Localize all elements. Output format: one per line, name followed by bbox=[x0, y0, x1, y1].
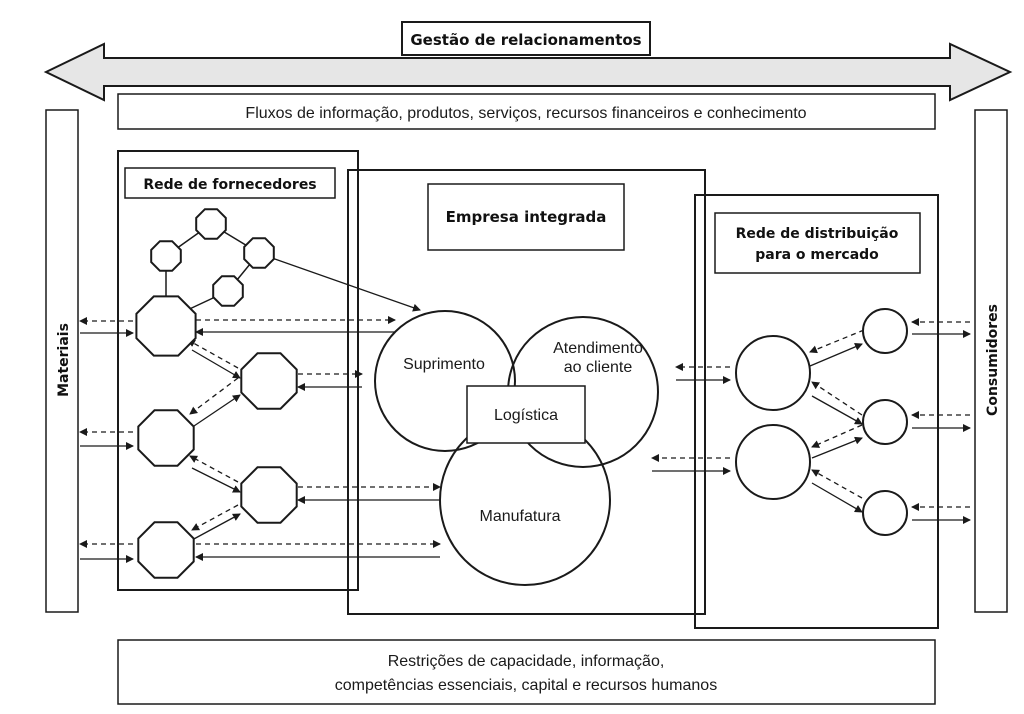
flow-arrow bbox=[811, 395, 863, 425]
banner-box bbox=[401, 21, 651, 56]
customer-service-label-2: ao cliente bbox=[564, 359, 633, 376]
supplier-title: Rede de fornecedores bbox=[143, 177, 316, 193]
supplier-node-small bbox=[212, 275, 244, 307]
network-layer bbox=[79, 208, 971, 579]
customer-service-label-1: Atendimento bbox=[553, 340, 643, 357]
flows-text: Fluxos de informação, produtos, serviços… bbox=[245, 105, 806, 122]
flow-arrow bbox=[187, 394, 241, 431]
enterprise-title: Empresa integrada bbox=[446, 208, 607, 226]
logistics-label: Logística bbox=[494, 407, 558, 424]
materials-bar bbox=[45, 109, 79, 613]
supplier-node bbox=[137, 409, 195, 467]
relationship-double-arrow bbox=[43, 42, 1013, 102]
flow-arrow bbox=[191, 349, 241, 379]
distribution-title-line1: Rede de distribuição bbox=[736, 226, 899, 242]
flow-arrow bbox=[811, 436, 863, 459]
constraints-line1: Restrições de capacidade, informação, bbox=[388, 653, 665, 670]
distributor-node bbox=[735, 424, 811, 500]
supplier-node-small bbox=[150, 240, 182, 272]
logistics-box bbox=[466, 385, 586, 444]
dashed-flow-arrow bbox=[189, 455, 239, 483]
supply-circle bbox=[374, 310, 516, 452]
supplier-node bbox=[240, 466, 298, 524]
materials-label: Materiais bbox=[56, 323, 72, 397]
banner-title: Gestão de relacionamentos bbox=[410, 31, 641, 49]
supplier-node-small bbox=[243, 237, 275, 269]
dashed-flow-arrow bbox=[187, 339, 239, 369]
consumer-node bbox=[862, 399, 908, 445]
flow-arrow bbox=[191, 467, 241, 493]
dashed-flow-arrow bbox=[811, 424, 863, 448]
distribution-title-box bbox=[714, 212, 921, 274]
flow-arrow bbox=[271, 257, 421, 312]
distributor-node bbox=[735, 335, 811, 411]
supply-label: Suprimento bbox=[403, 356, 485, 373]
dashed-flow-arrow bbox=[811, 469, 863, 499]
supplier-node-small bbox=[195, 208, 227, 240]
supplier-title-box bbox=[124, 167, 336, 199]
flows-box bbox=[117, 93, 936, 130]
supplier-node bbox=[135, 295, 197, 357]
dashed-flow-arrow bbox=[811, 381, 863, 416]
constraints-box bbox=[117, 639, 936, 705]
consumers-label: Consumidores bbox=[985, 304, 1001, 416]
supplier-node bbox=[240, 352, 298, 410]
flow-arrow bbox=[191, 513, 241, 541]
flow-arrow bbox=[809, 343, 863, 367]
manufacturing-label: Manufatura bbox=[480, 508, 561, 525]
flow-arrow bbox=[811, 482, 863, 513]
consumer-node bbox=[862, 308, 908, 354]
dashed-flow-arrow bbox=[191, 504, 239, 531]
dashed-flow-arrow bbox=[809, 329, 865, 354]
dashed-flow-arrow bbox=[189, 377, 239, 415]
enterprise-frame bbox=[347, 169, 706, 615]
constraints-line2: competências essenciais, capital e recur… bbox=[335, 677, 717, 694]
consumers-bar bbox=[974, 109, 1008, 613]
enterprise-title-box bbox=[427, 183, 625, 251]
distribution-frame bbox=[694, 194, 939, 629]
distribution-title-line2: para o mercado bbox=[755, 247, 879, 263]
supplier-node bbox=[137, 521, 195, 579]
consumer-node bbox=[862, 490, 908, 536]
